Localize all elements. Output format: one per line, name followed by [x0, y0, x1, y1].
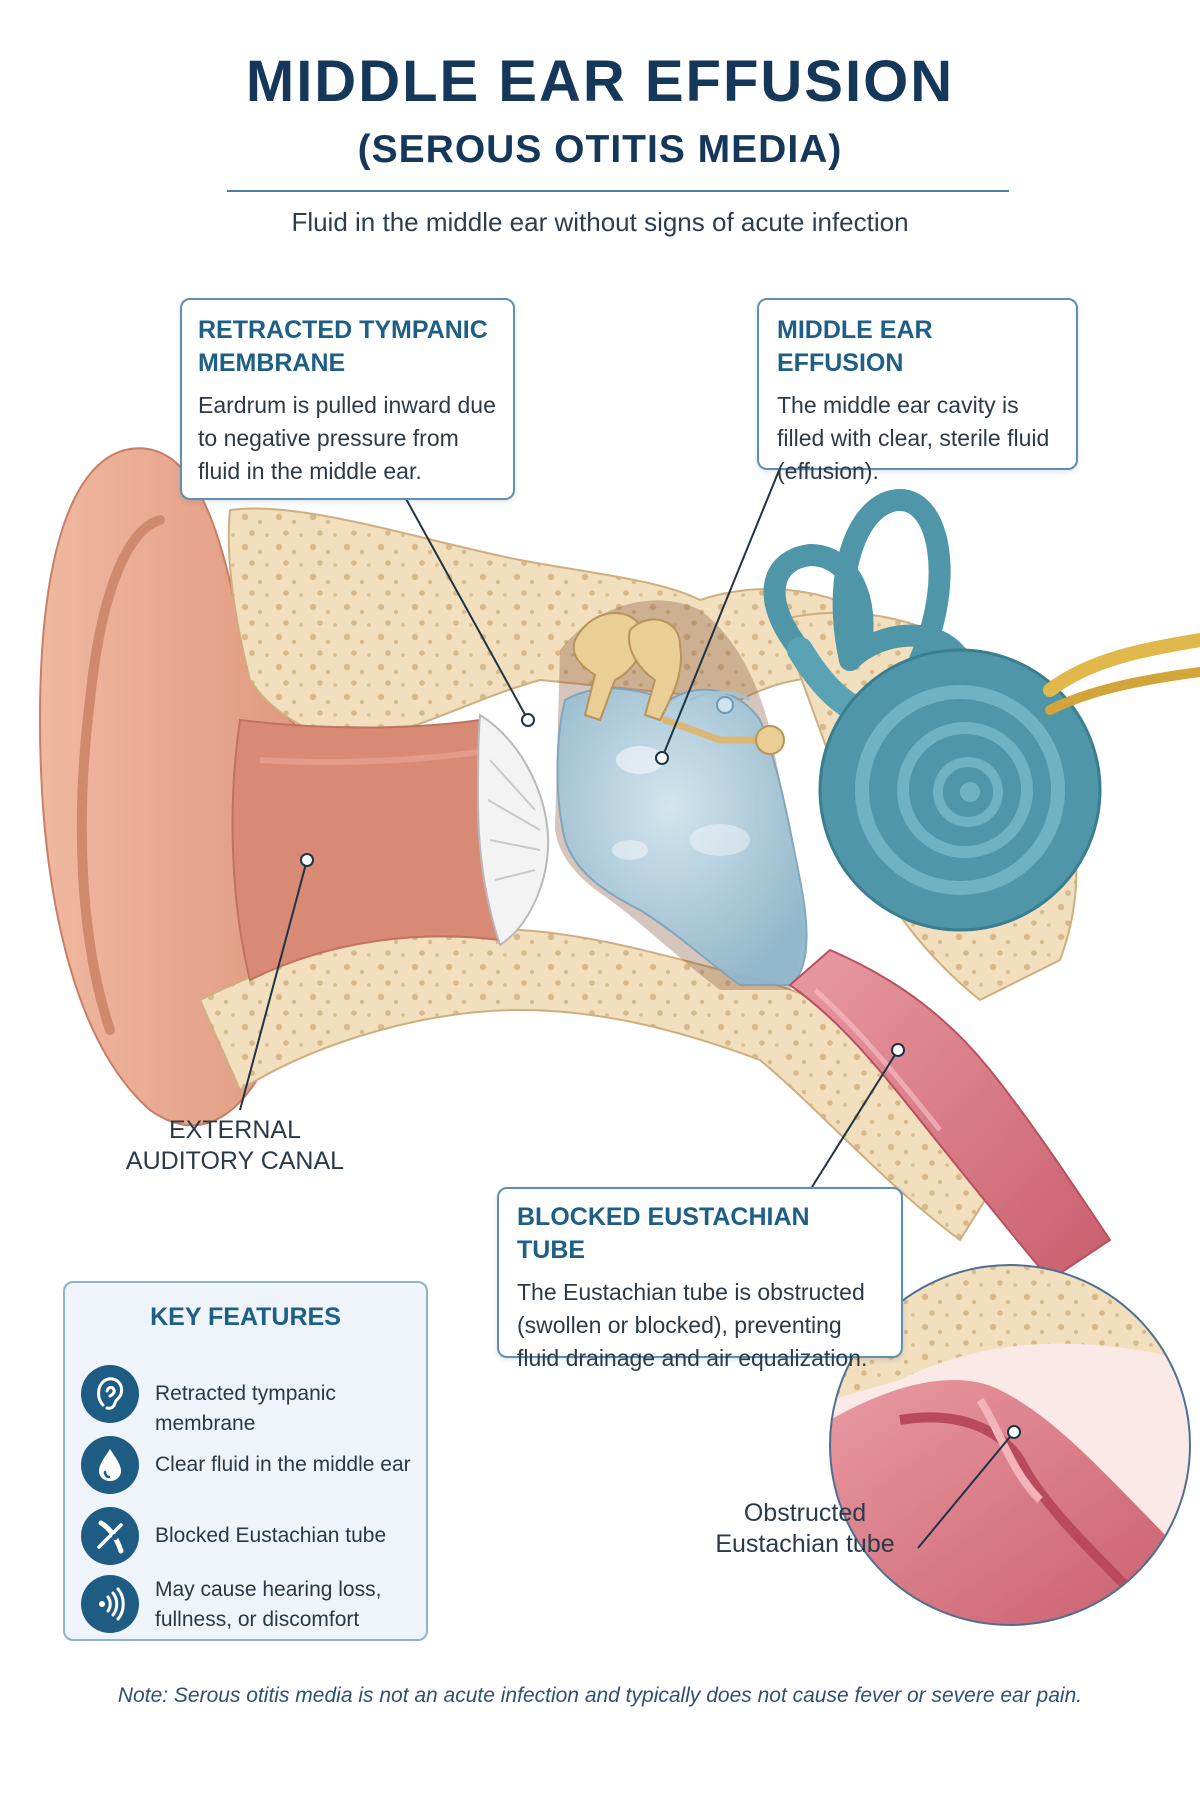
callout-retracted-tympanic-membrane: RETRACTED TYMPANIC MEMBRANE Eardrum is p… [180, 298, 515, 500]
ossicles [572, 612, 785, 755]
footnote: Note: Serous otitis media is not an acut… [117, 1684, 1083, 1707]
label-obstructed-eustachian-tube: Obstructed Eustachian tube [715, 1499, 895, 1558]
key-feature-text: Blocked Eustachian tube [155, 1524, 387, 1547]
key-features-panel: KEY FEATURES Retracted tympanic membrane… [63, 1281, 428, 1641]
temporal-bone-upper [227, 507, 861, 742]
title-divider [227, 190, 1009, 192]
key-feature-text: May cause hearing loss, fullness, or dis… [155, 1578, 382, 1631]
leader-obstructed [917, 1431, 1015, 1549]
sound-waves-icon [81, 1575, 139, 1633]
callout-heading: MIDDLE EAR EFFUSION [777, 316, 933, 377]
key-feature-item: Clear fluid in the middle ear [81, 1436, 421, 1496]
callout-body: The Eustachian tube is obstructed (swoll… [517, 1279, 868, 1371]
leader-eustachian [811, 1049, 899, 1188]
key-features-title: KEY FEATURES [150, 1303, 341, 1331]
external-auditory-canal [231, 718, 502, 982]
key-feature-text: Clear fluid in the middle ear [155, 1453, 411, 1476]
tympanic-membrane [476, 713, 550, 947]
auditory-nerve [1043, 633, 1200, 697]
callout-heading: RETRACTED TYMPANIC MEMBRANE [198, 316, 488, 377]
leader-retracted [404, 496, 529, 721]
key-feature-item: May cause hearing loss, fullness, or dis… [81, 1575, 421, 1635]
eustachian-tube [788, 948, 1112, 1282]
page-title: MIDDLE EAR EFFUSION [245, 49, 955, 114]
callout-heading: BLOCKED EUSTACHIAN TUBE [517, 1203, 810, 1264]
tagline: Fluid in the middle ear without signs of… [291, 207, 909, 237]
eustachian-zoom-inset [830, 1265, 1190, 1625]
leader-effusion [661, 467, 781, 759]
callout-middle-ear-effusion: MIDDLE EAR EFFUSION The middle ear cavit… [757, 298, 1078, 484]
leader-canal [239, 859, 308, 1111]
semicircular-canals [763, 488, 971, 671]
label-external-auditory-canal: EXTERNAL AUDITORY CANAL [125, 1116, 345, 1175]
cochlea [818, 648, 1102, 932]
callout-body: Eardrum is pulled inward due to negative… [198, 392, 496, 484]
key-feature-text: Retracted tympanic membrane [155, 1382, 336, 1435]
ear-icon [81, 1365, 139, 1423]
page-subtitle: (SEROUS OTITIS MEDIA) [357, 128, 843, 171]
blocked-tube-icon [81, 1507, 139, 1565]
callout-blocked-eustachian-tube: BLOCKED EUSTACHIAN TUBE The Eustachian t… [497, 1187, 903, 1371]
droplet-icon [81, 1436, 139, 1494]
callout-body: The middle ear cavity is filled with cle… [777, 392, 1050, 484]
key-feature-item: Retracted tympanic membrane [81, 1365, 421, 1435]
key-feature-item: Blocked Eustachian tube [81, 1507, 421, 1567]
